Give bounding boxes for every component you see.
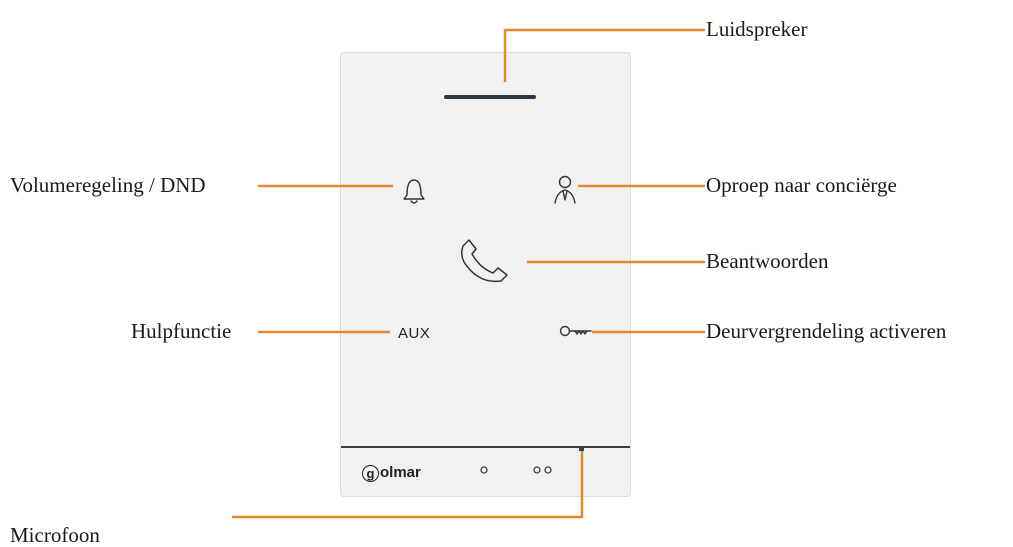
leader-line-microphone	[232, 449, 584, 519]
label-microphone: Microfoon	[10, 523, 100, 547]
logo-mark: g	[362, 464, 379, 482]
aux-button-label: AUX	[398, 325, 431, 342]
led-dot-icon	[480, 466, 488, 474]
label-concierge-call: Oproep naar conciërge	[706, 173, 897, 197]
led-dot-icon	[533, 466, 541, 474]
intercom-panel	[340, 52, 631, 497]
phone-handset-icon	[460, 239, 508, 283]
key-icon	[559, 325, 592, 337]
leader-line-speaker	[503, 28, 705, 82]
bell-icon	[403, 179, 425, 204]
label-speaker: Luidspreker	[706, 17, 808, 41]
label-aux-function: Hulpfunctie	[131, 319, 232, 343]
label-answer: Beantwoorden	[706, 249, 829, 273]
microphone-hole	[579, 446, 584, 451]
logo-text: olmar	[380, 464, 421, 481]
label-door-unlock: Deurvergrendeling activeren	[706, 319, 947, 343]
label-volume-dnd: Volumeregeling / DND	[10, 173, 206, 197]
concierge-icon	[554, 175, 576, 204]
led-dot-icon	[544, 466, 552, 474]
